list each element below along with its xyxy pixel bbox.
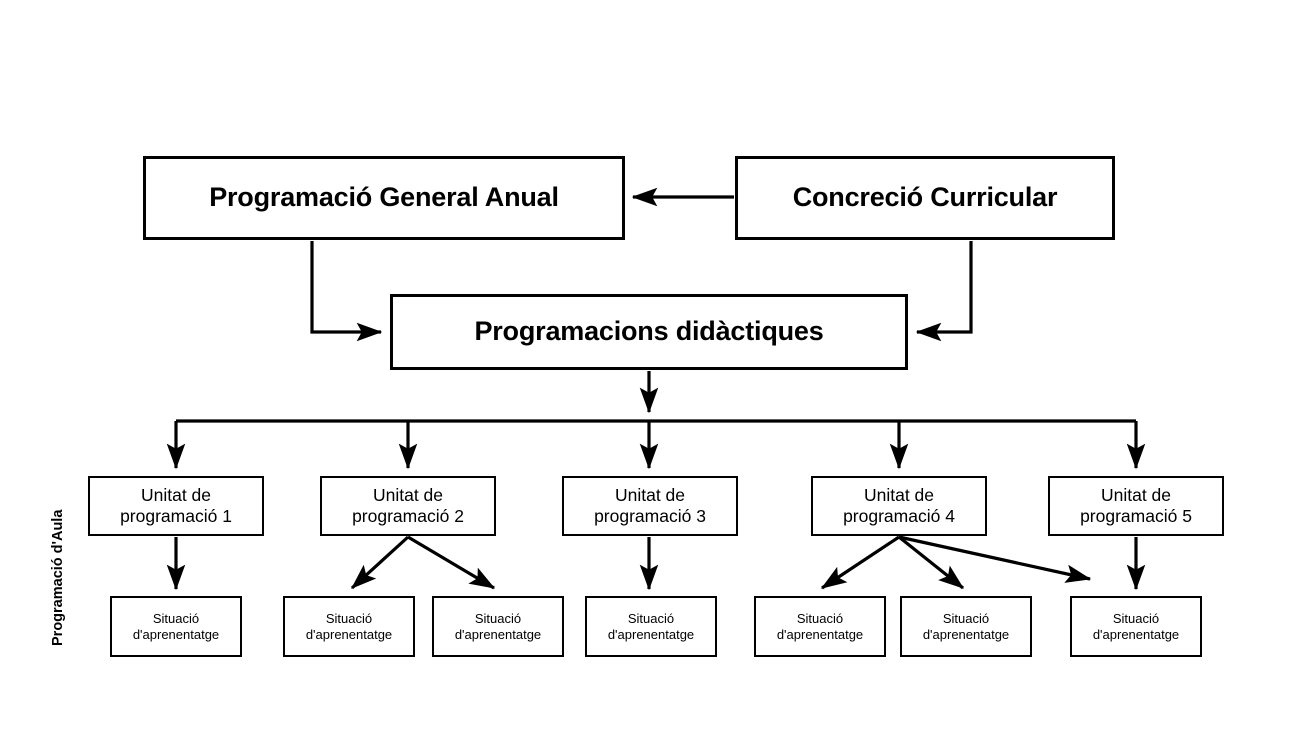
node-concrecio-curricular[interactable]: Concreció Curricular	[735, 156, 1115, 240]
node-unitat-programacio-2[interactable]: Unitat de programació 2	[320, 476, 496, 536]
node-label-line1: Situació	[796, 611, 844, 627]
node-label-line2: d'aprenentatge	[454, 626, 542, 642]
node-situacio-aprenentatge-3[interactable]: Situació d'aprenentatge	[432, 596, 564, 657]
node-label-line1: Situació	[942, 611, 990, 627]
node-unitat-programacio-3[interactable]: Unitat de programació 3	[562, 476, 738, 536]
edge-cc-to-pd	[915, 241, 973, 342]
node-programacions-didactiques[interactable]: Programacions didàctiques	[390, 294, 908, 370]
node-label-line1: Unitat de	[614, 485, 686, 506]
node-label-line1: Unitat de	[372, 485, 444, 506]
node-label: Concreció Curricular	[792, 182, 1058, 213]
node-situacio-aprenentatge-5[interactable]: Situació d'aprenentatge	[754, 596, 886, 657]
node-label-line1: Situació	[325, 611, 373, 627]
node-label-line1: Unitat de	[140, 485, 212, 506]
node-label: Programació General Anual	[209, 182, 559, 213]
node-label-line2: d'aprenentatge	[305, 626, 393, 642]
node-label-line2: programació 5	[1080, 506, 1192, 526]
node-label-line1: Situació	[1112, 611, 1160, 627]
node-label-line1: Situació	[474, 611, 522, 627]
node-label-line1: Unitat de	[1100, 485, 1172, 506]
node-situacio-aprenentatge-4[interactable]: Situació d'aprenentatge	[585, 596, 717, 657]
node-situacio-aprenentatge-6[interactable]: Situació d'aprenentatge	[900, 596, 1032, 657]
node-label-line2: programació 3	[594, 506, 706, 526]
edge-u4-to-s5	[820, 535, 900, 590]
node-situacio-aprenentatge-2[interactable]: Situació d'aprenentatge	[283, 596, 415, 657]
node-unitat-programacio-1[interactable]: Unitat de programació 1	[88, 476, 264, 536]
node-label-line1: Situació	[627, 611, 675, 627]
node-unitat-programacio-4[interactable]: Unitat de programació 4	[811, 476, 987, 536]
node-label-line2: programació 4	[843, 506, 955, 526]
edge-u2-to-s2	[350, 535, 410, 590]
edge-u2-to-s3	[407, 535, 496, 590]
node-label-line2: d'aprenentatge	[1092, 626, 1180, 642]
side-label-programacio-daula: Programació d'Aula	[50, 509, 66, 646]
node-label-line2: d'aprenentatge	[922, 626, 1010, 642]
node-unitat-programacio-5[interactable]: Unitat de programació 5	[1048, 476, 1224, 536]
edge-u4-to-s6	[898, 535, 965, 590]
node-label-line2: d'aprenentatge	[776, 626, 864, 642]
node-label-line2: programació 1	[120, 506, 232, 526]
node-label-line2: d'aprenentatge	[607, 626, 695, 642]
node-label-line2: d'aprenentatge	[132, 626, 220, 642]
node-label-line1: Situació	[152, 611, 200, 627]
node-situacio-aprenentatge-1[interactable]: Situació d'aprenentatge	[110, 596, 242, 657]
edge-u4-to-s7	[898, 535, 1092, 583]
node-label-line1: Unitat de	[863, 485, 935, 506]
node-label-line2: programació 2	[352, 506, 464, 526]
edge-pga-to-pd	[310, 241, 383, 342]
node-programacio-general-anual[interactable]: Programació General Anual	[143, 156, 625, 240]
node-label: Programacions didàctiques	[474, 316, 824, 347]
node-situacio-aprenentatge-7[interactable]: Situació d'aprenentatge	[1070, 596, 1202, 657]
